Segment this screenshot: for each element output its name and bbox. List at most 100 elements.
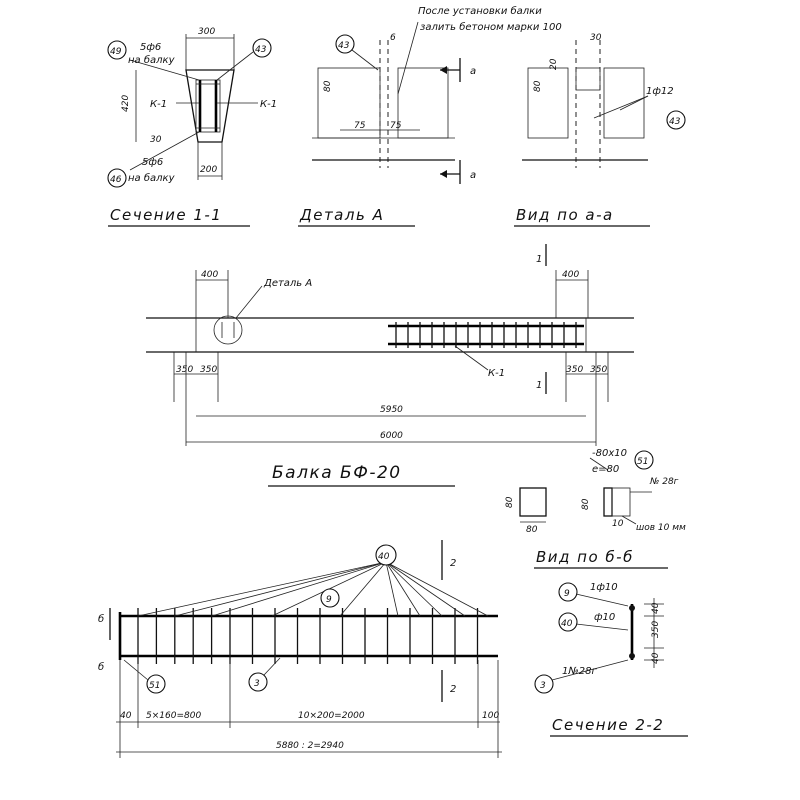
position-marker-9 bbox=[320, 588, 340, 608]
section-mark-top: 1 bbox=[536, 254, 542, 265]
position-marker-46 bbox=[107, 168, 127, 188]
frame-detail: 40 9 3 51 б б 2 2 40 5×160=800 10×200=20… bbox=[98, 540, 502, 758]
dim-30: 30 bbox=[150, 135, 162, 145]
leader-line bbox=[385, 561, 399, 617]
section-mark-2-top: 2 bbox=[450, 558, 456, 569]
section-mark-top: а bbox=[470, 66, 476, 77]
view-a-a: 30 20 80 1ф12 43 Вид по а-а bbox=[514, 33, 686, 227]
position-40-leaders bbox=[137, 561, 489, 617]
rebar-dot bbox=[629, 605, 635, 611]
dim-80-c: 80 bbox=[581, 498, 591, 510]
leader-line bbox=[385, 561, 443, 617]
rebar-label: 1ф12 bbox=[646, 86, 674, 97]
section-mark-2-bottom: 2 bbox=[450, 684, 456, 695]
hatched-wall-left bbox=[527, 67, 569, 139]
channel-profile bbox=[611, 487, 631, 517]
dim-420: 420 bbox=[121, 95, 131, 112]
leader-line bbox=[454, 345, 489, 371]
dim-300: 300 bbox=[198, 27, 215, 37]
leader-line bbox=[216, 51, 254, 81]
leader-line bbox=[575, 593, 629, 607]
leader-line bbox=[397, 21, 419, 95]
position-marker-40 bbox=[375, 544, 397, 566]
dim-total: 5880 : 2=2940 bbox=[276, 741, 344, 751]
detail-a: 75 75 80 6 43 После установки балки зали… bbox=[298, 5, 562, 227]
dim-40-top: 40 bbox=[651, 602, 661, 614]
dim-200: 200 bbox=[200, 165, 217, 175]
leader-line bbox=[263, 657, 281, 676]
dim-80: 80 bbox=[533, 80, 543, 92]
pos-3: 3 bbox=[254, 679, 260, 689]
dim-10: 10 bbox=[612, 519, 624, 529]
pos-9: 9 bbox=[564, 589, 570, 599]
position-marker-43 bbox=[335, 34, 355, 54]
pos-3: 3 bbox=[540, 681, 546, 691]
position-marker-49 bbox=[107, 40, 127, 60]
hatched-wall-left bbox=[317, 67, 381, 139]
dim-80: 80 bbox=[323, 80, 333, 92]
dim-350-3: 350 bbox=[566, 365, 583, 375]
dim-75-right: 75 bbox=[390, 121, 402, 131]
rebar-top-label: 5ф6 bbox=[140, 42, 161, 53]
dim-40-bottom: 40 bbox=[651, 652, 661, 664]
leader-line bbox=[385, 561, 466, 617]
channel-label: № 28г bbox=[649, 477, 679, 487]
e-value: е=80 bbox=[592, 464, 619, 475]
leader-line bbox=[339, 561, 387, 617]
arrow-head bbox=[440, 66, 447, 74]
detail-a-label: Деталь А bbox=[263, 278, 312, 289]
note-line-1: После установки балки bbox=[418, 5, 542, 17]
leader-line bbox=[621, 515, 637, 525]
dim-5x160: 5×160=800 bbox=[146, 711, 201, 721]
rebar-mid-label: ф10 bbox=[594, 612, 615, 623]
leader-line bbox=[385, 561, 489, 617]
section-mark-bottom: а bbox=[470, 170, 476, 181]
pos-40: 40 bbox=[561, 619, 573, 629]
hatched-wall-right bbox=[603, 67, 645, 139]
pos-51: 51 bbox=[637, 457, 648, 467]
leader-line bbox=[593, 95, 649, 119]
pos-51: 51 bbox=[149, 681, 160, 691]
position-marker-43 bbox=[252, 38, 272, 58]
leader-line bbox=[619, 95, 649, 111]
beam-title: Балка БФ-20 bbox=[272, 463, 402, 483]
view-a-a-title: Вид по а-а bbox=[516, 206, 614, 224]
section-1-1-title: Сечение 1-1 bbox=[110, 206, 222, 224]
leader-line bbox=[385, 561, 421, 617]
pos-43: 43 bbox=[255, 45, 267, 55]
arrow-head bbox=[440, 170, 447, 178]
rebar-bottom-label: 5ф6 bbox=[142, 157, 163, 168]
dim-10x200: 10×200=2000 bbox=[298, 711, 365, 721]
note-line-2: залить бетоном марки 100 bbox=[420, 21, 562, 33]
pos-43: 43 bbox=[338, 41, 350, 51]
dim-6000: 6000 bbox=[380, 431, 403, 441]
dim-6: 6 bbox=[390, 33, 396, 43]
rebar-bottom-note: на балку bbox=[128, 172, 176, 184]
dim-5950: 5950 bbox=[380, 405, 403, 415]
dim-400-right: 400 bbox=[562, 270, 579, 280]
dim-350: 350 bbox=[651, 621, 661, 638]
leader-line bbox=[575, 623, 629, 631]
position-marker-9 bbox=[558, 582, 578, 602]
view-mark-bottom: б bbox=[98, 661, 104, 673]
leader-line bbox=[137, 561, 387, 617]
section-2-2: 40 350 40 9 1ф10 40 ф10 3 1№28г Сечение … bbox=[534, 582, 688, 737]
weld-label: шов 10 мм bbox=[636, 523, 686, 533]
dim-40: 40 bbox=[120, 711, 132, 721]
dim-30: 30 bbox=[590, 33, 602, 43]
section-mark-bottom: 1 bbox=[536, 380, 542, 391]
dim-75-left: 75 bbox=[354, 121, 366, 131]
pos-46: 46 bbox=[110, 175, 122, 185]
leader-line bbox=[123, 659, 149, 681]
frame-label-right: К-1 bbox=[260, 99, 277, 110]
position-marker-51 bbox=[146, 674, 166, 694]
detail-a-title: Деталь А bbox=[299, 206, 384, 224]
plate-side bbox=[603, 487, 613, 517]
dim-350-4: 350 bbox=[590, 365, 607, 375]
frame-rungs bbox=[137, 608, 479, 664]
position-marker-51 bbox=[634, 450, 654, 470]
leader-line bbox=[551, 659, 629, 681]
dim-80-b: 80 bbox=[505, 496, 515, 508]
leader-line bbox=[235, 285, 263, 319]
pos-49: 49 bbox=[110, 47, 122, 57]
